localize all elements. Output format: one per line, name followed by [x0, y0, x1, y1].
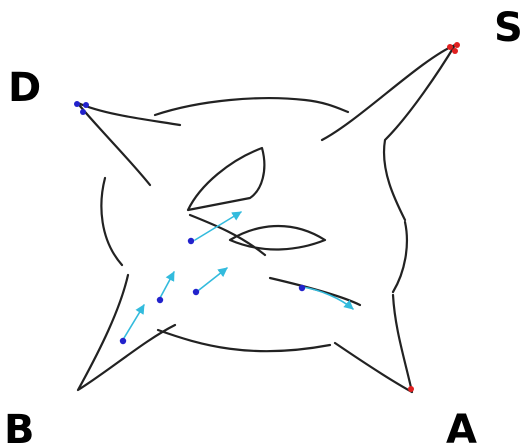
arrow-4 [124, 305, 144, 338]
corner-label-bottom-left: B [4, 410, 35, 446]
blue-point [83, 102, 89, 108]
blue-point [299, 285, 305, 291]
bottom-right-spike-curve [335, 295, 412, 392]
lower-hole-curve [230, 226, 325, 249]
blue-point [193, 289, 199, 295]
top-right-spike-curve [322, 45, 455, 220]
corner-label-top-right: S [494, 8, 522, 48]
blue-point [188, 238, 194, 244]
blue-point [157, 297, 163, 303]
upper-hole-curve [188, 148, 264, 210]
red-point [454, 42, 460, 48]
arrow-3 [199, 268, 227, 290]
red-point [452, 48, 458, 54]
red-point [447, 44, 453, 50]
right-edge-curve [393, 222, 407, 292]
blue-point [74, 101, 80, 107]
bottom-right-inner-curve [270, 278, 360, 305]
arrow-2 [160, 272, 174, 298]
corner-label-top-left: D [8, 68, 41, 108]
red-point [408, 386, 414, 392]
blue-point [80, 109, 86, 115]
top-edge-curve [155, 98, 348, 115]
corner-label-bottom-right: A [446, 410, 477, 446]
left-edge-curve [101, 178, 122, 265]
bottom-edge-curve [158, 330, 330, 351]
blue-point [120, 338, 126, 344]
